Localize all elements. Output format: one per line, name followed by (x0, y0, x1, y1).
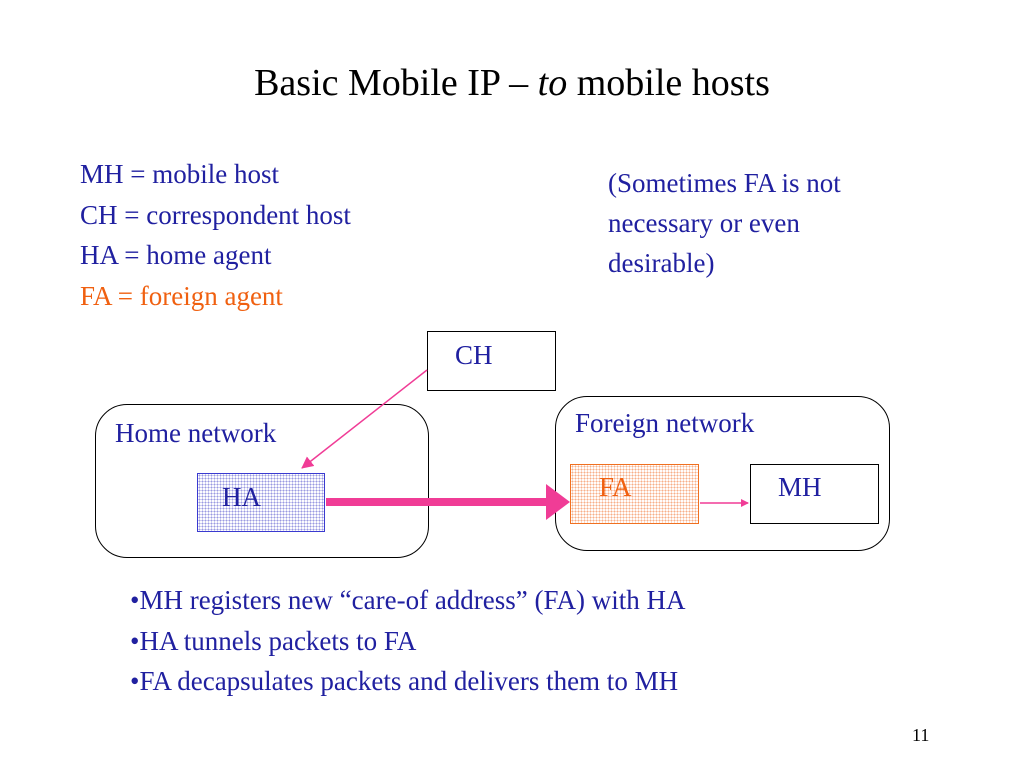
title-prefix: Basic Mobile IP – (254, 62, 538, 104)
page-number: 11 (912, 725, 930, 745)
abbreviation-legend: MH = mobile host CH = correspondent host… (80, 154, 351, 316)
note-line: (Sometimes FA is not (608, 168, 841, 198)
bullet-item: •FA decapsulates packets and delivers th… (130, 666, 679, 696)
title-emphasis: to (537, 62, 568, 104)
fa-box: FA (570, 464, 699, 524)
bullet-item: •HA tunnels packets to FA (130, 625, 417, 656)
legend-fa: FA = foreign agent (80, 280, 283, 311)
fa-label: FA (599, 472, 632, 502)
legend-mh: MH = mobile host (80, 159, 279, 189)
bullet-item: •MH registers new “care-of address” (FA)… (130, 585, 686, 615)
legend-ch: CH = correspondent host (80, 199, 351, 230)
slide-title: Basic Mobile IP – to mobile hosts (0, 58, 1024, 108)
foreign-network-label: Foreign network (575, 408, 755, 438)
mh-label: MH (778, 472, 822, 502)
ha-label: HA (222, 482, 261, 512)
legend-ha: HA = home agent (80, 240, 272, 270)
home-network-label: Home network (115, 418, 277, 448)
note-line: necessary or even (608, 208, 800, 238)
ch-label: CH (455, 340, 493, 370)
ha-box: HA (197, 473, 325, 532)
side-note: (Sometimes FA is not necessary or even d… (608, 163, 938, 283)
mh-box: MH (750, 464, 879, 524)
note-line: desirable) (608, 248, 715, 278)
title-suffix: mobile hosts (567, 62, 770, 104)
bullet-list: •MH registers new “care-of address” (FA)… (130, 580, 686, 702)
ch-box: CH (427, 331, 556, 391)
